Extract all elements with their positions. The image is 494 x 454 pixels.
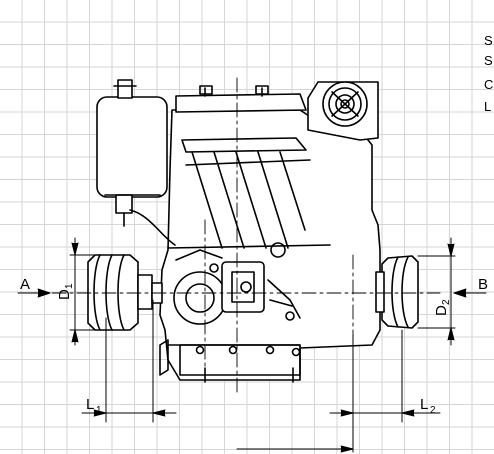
- left-pulley: [87, 254, 163, 331]
- l1-subscript: 1: [96, 405, 102, 416]
- air-cleaner: [307, 81, 379, 141]
- view-a-label: A: [20, 276, 30, 293]
- l1-label: L: [86, 396, 94, 413]
- side-text-line-3: C: [484, 77, 494, 92]
- side-text-line-4: L: [484, 99, 492, 114]
- flywheel-housing: [173, 242, 301, 325]
- fuel-tank: [96, 79, 176, 246]
- d1-label-group: D 1: [56, 283, 75, 300]
- l2-label: L: [420, 396, 428, 413]
- side-text-line-2: S: [484, 53, 493, 68]
- side-text-line-1: S: [484, 33, 493, 48]
- view-b-label: B: [478, 276, 488, 293]
- d2-subscript: 2: [441, 299, 452, 305]
- dimension-lines: [17, 237, 487, 453]
- l2-subscript: 2: [430, 405, 436, 416]
- d1-subscript: 1: [64, 283, 75, 289]
- center-lines: [51, 77, 441, 396]
- d1-label: D: [56, 289, 73, 300]
- d2-label: D: [433, 305, 450, 316]
- right-pulley: [375, 255, 419, 329]
- d2-label-group: D 2: [433, 299, 452, 316]
